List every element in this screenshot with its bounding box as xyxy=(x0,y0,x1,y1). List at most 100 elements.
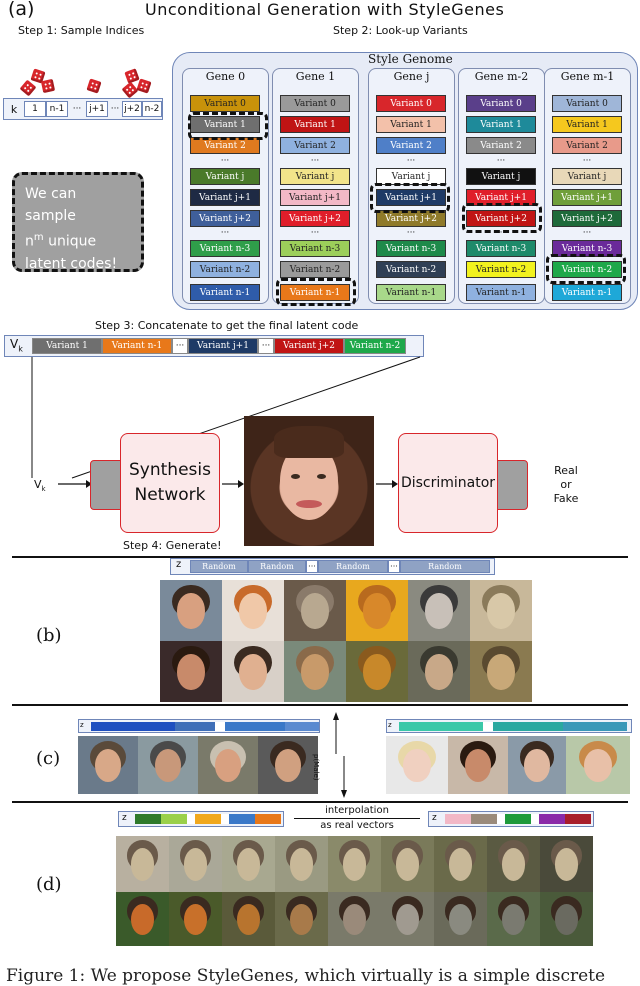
gene-title: Gene 1 xyxy=(295,70,336,83)
gene-variant: Variant j+1 xyxy=(376,189,446,206)
style-genome-title: Style Genome xyxy=(368,52,453,66)
sample-image xyxy=(160,580,222,641)
sample-image xyxy=(346,580,408,641)
gene-variant: Variant n-2 xyxy=(466,261,536,278)
sample-image xyxy=(408,641,470,702)
sample-image xyxy=(284,641,346,702)
figure-caption: Figure 1: We propose StyleGenes, which v… xyxy=(6,966,606,986)
gene-variant: Variant 1 xyxy=(280,116,350,133)
ellipsis-dots: ··· xyxy=(220,228,230,238)
pmale-axis-arrows xyxy=(333,712,347,798)
ellipsis-dots: ··· xyxy=(310,228,320,238)
sample-image xyxy=(470,580,532,641)
gene-title: Gene m-2 xyxy=(474,70,529,83)
gene-variant: Variant j+2 xyxy=(190,210,260,227)
latent-code-cell: Variant j+2 xyxy=(274,338,344,354)
gene-variant: Variant 1 xyxy=(466,116,536,133)
ellipsis-dots: ··· xyxy=(496,228,506,238)
step3-label: Step 3: Concatenate to get the final lat… xyxy=(95,319,359,332)
interpolation-dog-image xyxy=(275,892,328,946)
panel-d-label: (d) xyxy=(36,874,62,895)
ellipsis-dots: ··· xyxy=(310,156,320,166)
index-cell: n-2 xyxy=(142,101,162,117)
female-face-image xyxy=(386,736,448,794)
interpolation-dog-image xyxy=(540,892,593,946)
female-vector-z: z xyxy=(388,721,392,729)
random-cell: Random xyxy=(400,560,490,573)
callout-line1: We can sample xyxy=(25,186,77,224)
gene-variant: Variant n-3 xyxy=(376,240,446,257)
gene-variant: Variant n-2 xyxy=(280,261,350,278)
sample-image xyxy=(222,580,284,641)
index-cell: ··· xyxy=(72,104,82,114)
latent-code-cell: Variant n-1 xyxy=(102,338,172,354)
female-face-image xyxy=(508,736,566,794)
interpolation-face-image xyxy=(328,836,381,892)
pmale-label: p(Male) xyxy=(312,754,320,781)
gene-variant: Variant 1 xyxy=(552,116,622,133)
step2-label: Step 2: Look-up Variants xyxy=(333,24,468,37)
random-cell: Random xyxy=(248,560,306,573)
gene-title: Gene j xyxy=(393,70,430,83)
interpolation-dog-image xyxy=(116,892,169,946)
interpolation-label: interpolation as real vectors xyxy=(290,804,424,833)
gene-variant: Variant 1 xyxy=(376,116,446,133)
ellipsis-dots: ··· xyxy=(406,228,416,238)
male-face-image xyxy=(198,736,258,794)
sample-image xyxy=(346,641,408,702)
gene-variant: Variant j+2 xyxy=(376,210,446,227)
gene-variant: Variant n-2 xyxy=(552,261,622,278)
random-cell: ··· xyxy=(306,560,318,573)
male-face-image xyxy=(138,736,198,794)
sample-image xyxy=(470,641,532,702)
gene-variant: Variant j xyxy=(552,168,622,185)
gene-title: Gene 0 xyxy=(205,70,246,83)
index-cell: ··· xyxy=(110,104,120,114)
index-cell: n-1 xyxy=(46,101,68,117)
gene-variant: Variant n-3 xyxy=(190,240,260,257)
gene-variant: Variant j xyxy=(466,168,536,185)
ellipsis-dots: ··· xyxy=(582,156,592,166)
gene-variant: Variant n-2 xyxy=(190,261,260,278)
ellipsis-dots: ··· xyxy=(220,156,230,166)
gene-variant: Variant 0 xyxy=(376,95,446,112)
gene-variant: Variant j xyxy=(190,168,260,185)
male-vector-z: z xyxy=(80,721,84,729)
latent-code-cell: Variant 1 xyxy=(32,338,102,354)
gene-variant: Variant 2 xyxy=(280,137,350,154)
index-cell: j+2 xyxy=(122,101,142,117)
gene-variant: Variant n-3 xyxy=(280,240,350,257)
interpolation-face-image xyxy=(275,836,328,892)
interp-end-z: z xyxy=(432,813,437,823)
interpolation-dog-image xyxy=(381,892,434,946)
interpolation-dog-image xyxy=(169,892,222,946)
latent-code-cell: Variant n-2 xyxy=(344,338,406,354)
callout-line2: nm unique xyxy=(25,232,97,250)
gene-variant: Variant 2 xyxy=(376,137,446,154)
gene-variant: Variant j xyxy=(280,168,350,185)
interpolation-dog-image xyxy=(487,892,540,946)
female-vector: z xyxy=(386,719,632,733)
discriminator-box: Discriminator xyxy=(398,433,498,533)
selected-variant-genem1 xyxy=(546,254,626,284)
latent-code-cell: ··· xyxy=(258,338,274,354)
gene-variant: Variant j+1 xyxy=(190,189,260,206)
gene-variant: Variant 0 xyxy=(552,95,622,112)
generator-input-label: Vk xyxy=(34,478,46,494)
synthesis-label-2: Network xyxy=(134,485,206,505)
real-or-fake-label: Real or Fake xyxy=(553,464,579,505)
interp-start-vector: z xyxy=(118,811,284,827)
gene-variant: Variant j+1 xyxy=(280,189,350,206)
interpolation-face-image xyxy=(540,836,593,892)
interpolation-face-image xyxy=(434,836,487,892)
selected-variant-genem2 xyxy=(462,203,542,233)
latent-code-cell: Variant j+1 xyxy=(188,338,258,354)
random-vector-z: z xyxy=(176,559,182,570)
male-face-image xyxy=(78,736,138,794)
gene-variant: Variant 2 xyxy=(552,137,622,154)
gene-variant: Variant n-3 xyxy=(466,240,536,257)
gene-variant: Variant n-2 xyxy=(376,261,446,278)
ellipsis-dots: ··· xyxy=(582,228,592,238)
interp-start-z: z xyxy=(122,813,127,823)
gene-variant: Variant n-1 xyxy=(376,284,446,301)
